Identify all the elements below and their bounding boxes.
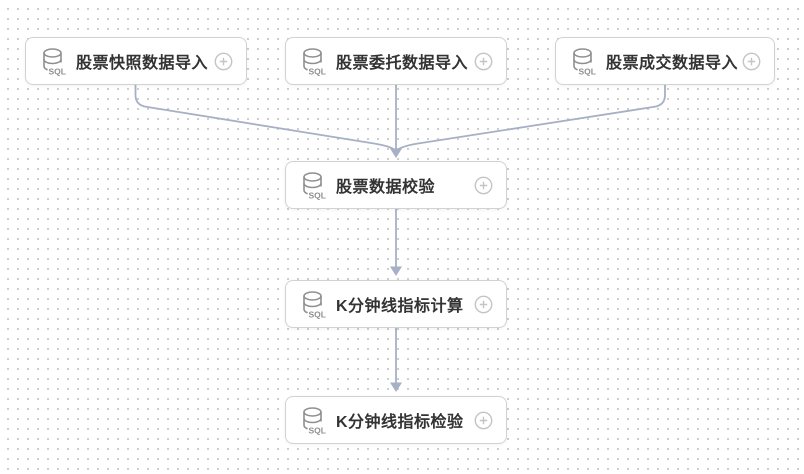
sql-icon-label: SQL	[309, 425, 326, 435]
node-stock-order-import[interactable]: SQL 股票委托数据导入	[285, 37, 507, 85]
arrowhead-into-calc	[390, 266, 402, 276]
sql-database-icon: SQL	[573, 47, 596, 76]
node-label: 股票成交数据导入	[606, 55, 739, 72]
plus-circle-icon[interactable]	[742, 52, 761, 71]
sql-icon-label: SQL	[309, 190, 326, 200]
sql-icon-label: SQL	[579, 66, 596, 76]
node-k-minute-indicator-check[interactable]: SQL K分钟线指标检验	[285, 396, 507, 444]
sql-icon-label: SQL	[309, 66, 326, 76]
sql-database-icon: SQL	[303, 406, 326, 435]
sql-icon-label: SQL	[309, 309, 326, 319]
plus-circle-icon[interactable]	[474, 52, 493, 71]
edge-trade-to-validation	[395, 84, 666, 152]
node-stock-data-validation[interactable]: SQL 股票数据校验	[285, 161, 507, 209]
node-stock-trade-import[interactable]: SQL 股票成交数据导入	[555, 37, 775, 85]
plus-circle-icon[interactable]	[474, 176, 493, 195]
arrowhead-into-validation	[390, 148, 402, 158]
sql-database-icon: SQL	[43, 47, 66, 76]
node-label: 股票快照数据导入	[76, 55, 209, 72]
plus-circle-icon[interactable]	[474, 295, 493, 314]
arrowhead-into-check	[390, 382, 402, 392]
sql-database-icon: SQL	[303, 47, 326, 76]
node-label: K分钟线指标检验	[336, 414, 464, 431]
node-stock-snapshot-import[interactable]: SQL 股票快照数据导入	[25, 37, 247, 85]
sql-database-icon: SQL	[303, 290, 326, 319]
node-label: 股票数据校验	[336, 179, 436, 196]
node-label: 股票委托数据导入	[336, 55, 469, 72]
node-k-minute-indicator-calc[interactable]: SQL K分钟线指标计算	[285, 280, 507, 328]
node-label: K分钟线指标计算	[336, 298, 464, 315]
sql-icon-label: SQL	[49, 66, 66, 76]
plus-circle-icon[interactable]	[474, 411, 493, 430]
sql-database-icon: SQL	[303, 171, 326, 200]
plus-circle-icon[interactable]	[214, 52, 233, 71]
edge-snapshot-to-validation	[134, 84, 397, 152]
